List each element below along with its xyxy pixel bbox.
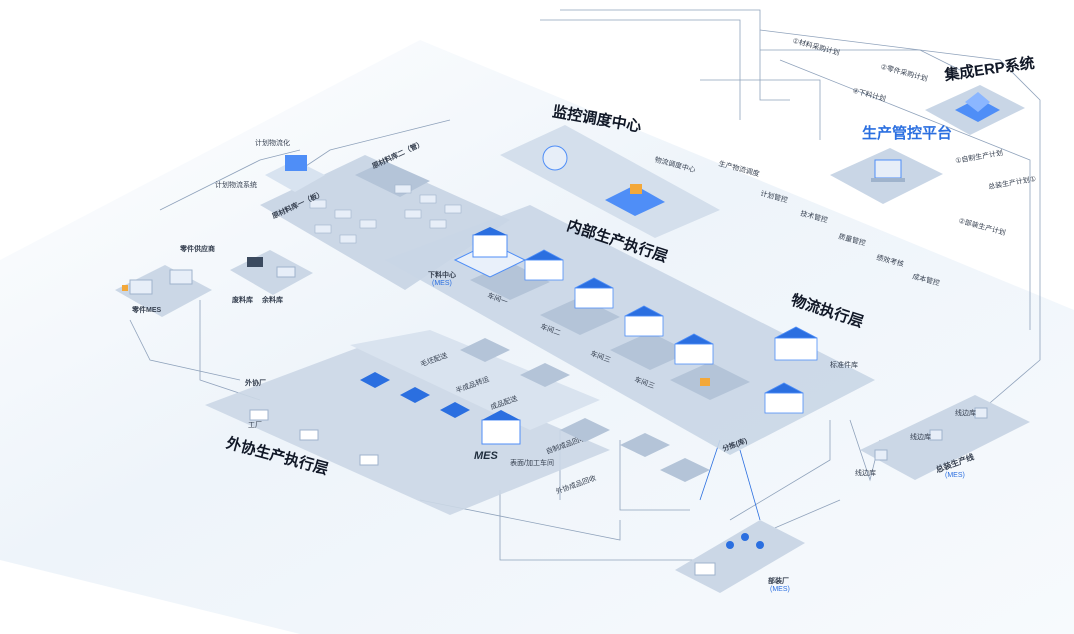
- assembly-station-1: 线边库: [855, 470, 876, 477]
- assembly-line-plane: [860, 395, 1030, 480]
- control-platform: [830, 148, 943, 204]
- external-partner: 外协厂: [245, 380, 266, 387]
- supplier-plane: [115, 265, 212, 317]
- assembly-station-2: 线边库: [910, 434, 931, 441]
- sub-assembly-title: 部装厂: [768, 578, 789, 585]
- residual-warehouse: 余料库: [262, 297, 283, 304]
- supplier-name: 零件供应商: [180, 246, 215, 253]
- plan-system-2: 计划物流系统: [215, 182, 257, 189]
- cutting-center-name: 下料中心: [428, 272, 456, 279]
- workshop-buildings: [524, 249, 818, 414]
- sub-assembly-plane: [675, 520, 805, 593]
- heat-treatment: 表面/加工车间: [510, 460, 554, 467]
- cutting-center-building: [453, 227, 527, 278]
- assembly-mes: (MES): [945, 472, 965, 479]
- supplier-mes: 零件MES: [132, 307, 162, 314]
- erp-platform: [925, 85, 1025, 135]
- assembly-station-3: 线边库: [955, 410, 976, 417]
- cutting-center-mes: (MES): [432, 280, 452, 287]
- plan-system-terminal: [265, 155, 325, 192]
- external-factory: 工厂: [248, 422, 262, 429]
- plan-system-1: 计划物流化: [255, 140, 290, 147]
- layer-title-control: 生产管控平台: [862, 125, 953, 142]
- logistics-boxes: [460, 338, 710, 482]
- sub-assembly-mes: (MES): [770, 586, 790, 593]
- scrap-residual-plane: [230, 250, 313, 295]
- dispatch-center-plane: [500, 125, 720, 238]
- scrap-warehouse: 废料库: [232, 297, 253, 304]
- external-production-plane: [205, 330, 610, 515]
- external-mes: MES: [474, 450, 498, 462]
- standard-parts-warehouse: 标准件库: [830, 362, 858, 369]
